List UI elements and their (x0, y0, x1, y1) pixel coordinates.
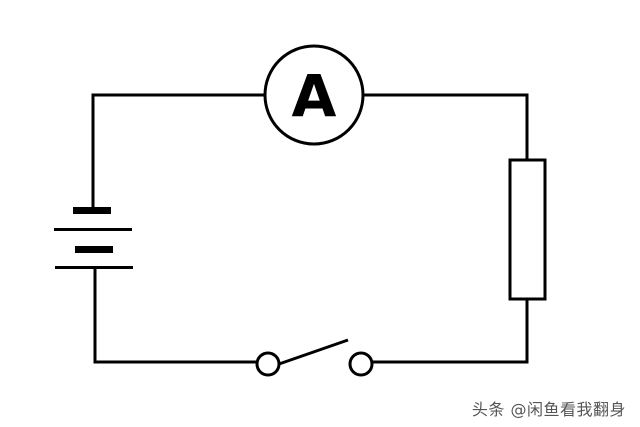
ammeter-label: A (292, 62, 337, 130)
wire-bottom-left (93, 268, 257, 364)
wire-top-right (363, 93, 529, 160)
switch-terminal-left (255, 351, 281, 377)
battery-plate-long-1 (54, 228, 132, 231)
watermark: 头条 @闲鱼看我翻身 (471, 400, 626, 419)
wire-top-left (91, 93, 265, 208)
ammeter (263, 44, 365, 146)
battery-plate-short-1 (73, 207, 111, 214)
resistor (508, 158, 547, 301)
switch-lever (278, 338, 349, 366)
switch-terminal-right (348, 351, 374, 377)
battery-plate-long-2 (55, 266, 133, 269)
battery-plate-short-2 (75, 246, 113, 253)
wire-right-bottom (373, 300, 529, 364)
